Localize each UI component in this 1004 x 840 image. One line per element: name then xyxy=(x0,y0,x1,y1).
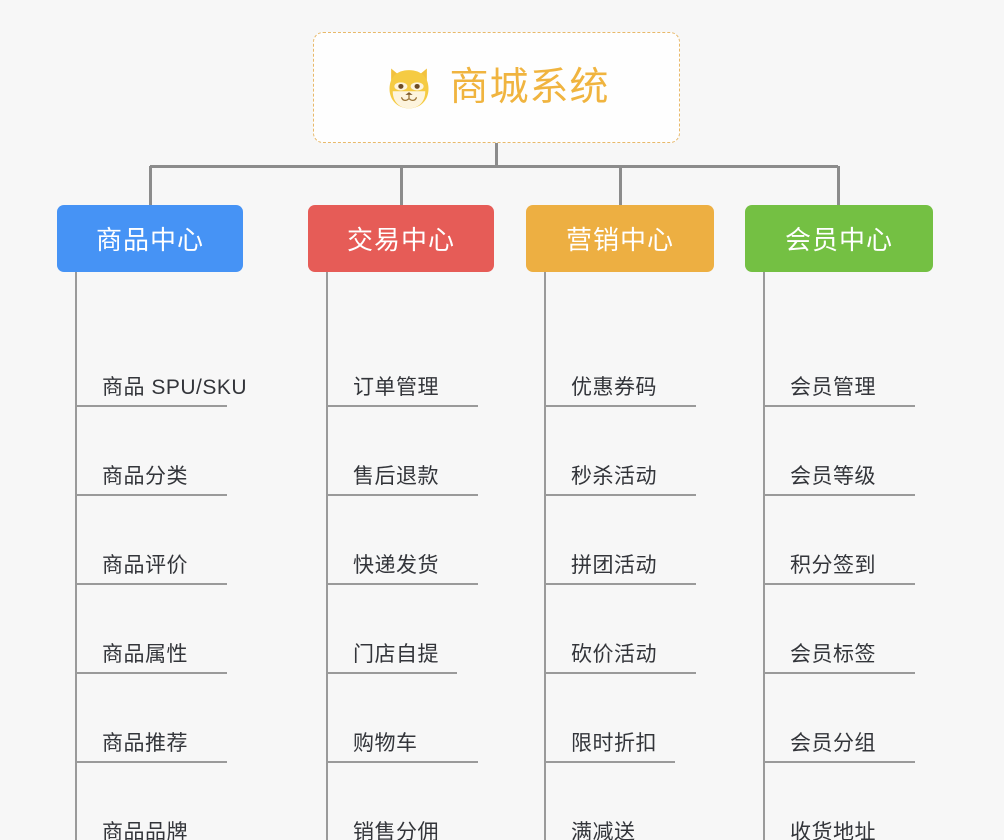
leaf-item[interactable]: 订单管理 xyxy=(308,318,508,407)
leaf-label: 优惠券码 xyxy=(571,375,657,399)
leaf-underline xyxy=(763,672,915,674)
category-column-2: 交易中心 订单管理 售后退款 快递发货 门店自提 购物车 xyxy=(308,205,508,840)
leaf-item[interactable]: 商品评价 xyxy=(57,496,257,585)
leaf-label: 商品 SPU/SKU xyxy=(102,375,248,399)
column-trunk-line xyxy=(326,272,328,840)
leaf-underline xyxy=(75,583,227,585)
root-title: 商城系统 xyxy=(449,66,610,109)
leaf-label: 限时折扣 xyxy=(571,731,657,755)
leaf-label: 会员分组 xyxy=(790,731,876,755)
leaf-item[interactable]: 快递发货 xyxy=(308,496,508,585)
leaf-label: 销售分佣 xyxy=(353,820,439,840)
leaf-item[interactable]: 会员分组 xyxy=(745,674,945,763)
leaf-label: 收货地址 xyxy=(790,820,876,840)
leaf-item[interactable]: 商品属性 xyxy=(57,585,257,674)
leaf-label: 商品分类 xyxy=(102,464,188,488)
leaf-label: 商品品牌 xyxy=(102,820,188,840)
leaf-label: 商品评价 xyxy=(102,553,188,577)
leaf-item[interactable]: 优惠券码 xyxy=(526,318,726,407)
leaf-label: 售后退款 xyxy=(353,464,439,488)
leaf-item[interactable]: 会员标签 xyxy=(745,585,945,674)
leaf-item[interactable]: 商品分类 xyxy=(57,407,257,496)
leaf-item[interactable]: 门店自提 xyxy=(308,585,508,674)
leaf-label: 积分签到 xyxy=(790,553,876,577)
leaf-underline xyxy=(763,405,915,407)
leaf-label: 购物车 xyxy=(353,731,418,755)
leaf-underline xyxy=(544,583,696,585)
leaf-underline xyxy=(763,761,915,763)
leaf-label: 会员等级 xyxy=(790,464,876,488)
leaf-item[interactable]: 砍价活动 xyxy=(526,585,726,674)
leaf-item[interactable]: 商品 SPU/SKU xyxy=(57,318,257,407)
column-trunk-line xyxy=(544,272,546,840)
category-column-4: 会员中心 会员管理 会员等级 积分签到 会员标签 会员分组 xyxy=(745,205,945,840)
leaf-item[interactable]: 商品推荐 xyxy=(57,674,257,763)
leaf-item[interactable]: 限时折扣 xyxy=(526,674,726,763)
category-header-1[interactable]: 商品中心 xyxy=(57,205,243,272)
category-column-1: 商品中心 商品 SPU/SKU 商品分类 商品评价 商品属性 商品推荐 xyxy=(57,205,257,840)
leaf-underline xyxy=(326,672,457,674)
category-header-4[interactable]: 会员中心 xyxy=(745,205,933,272)
leaf-label: 砍价活动 xyxy=(571,642,657,666)
leaf-label: 拼团活动 xyxy=(571,553,657,577)
column-trunk-line xyxy=(763,272,765,840)
leaf-list-1: 商品 SPU/SKU 商品分类 商品评价 商品属性 商品推荐 商品品牌 xyxy=(57,272,257,840)
column-trunk-line xyxy=(75,272,77,840)
leaf-item[interactable]: 积分签到 xyxy=(745,496,945,585)
leaf-underline xyxy=(75,761,227,763)
leaf-underline xyxy=(75,672,227,674)
leaf-label: 商品属性 xyxy=(102,642,188,666)
leaf-underline xyxy=(326,494,478,496)
category-header-label: 会员中心 xyxy=(784,225,893,255)
leaf-underline xyxy=(544,494,696,496)
leaf-item[interactable]: 秒杀活动 xyxy=(526,407,726,496)
leaf-label: 满减送 xyxy=(571,820,636,840)
leaf-label: 订单管理 xyxy=(353,375,439,399)
leaf-label: 秒杀活动 xyxy=(571,464,657,488)
leaf-underline xyxy=(763,583,915,585)
leaf-item[interactable]: 购物车 xyxy=(308,674,508,763)
leaf-label: 会员管理 xyxy=(790,375,876,399)
category-header-3[interactable]: 营销中心 xyxy=(526,205,714,272)
leaf-label: 商品推荐 xyxy=(102,731,188,755)
leaf-item[interactable]: 满减送 xyxy=(526,763,726,840)
leaf-label: 快递发货 xyxy=(353,553,439,577)
category-header-label: 交易中心 xyxy=(346,225,455,255)
leaf-underline xyxy=(326,405,478,407)
category-column-3: 营销中心 优惠券码 秒杀活动 拼团活动 砍价活动 限时折扣 xyxy=(526,205,726,840)
leaf-item[interactable]: 会员等级 xyxy=(745,407,945,496)
leaf-underline xyxy=(763,494,915,496)
category-header-2[interactable]: 交易中心 xyxy=(308,205,494,272)
category-header-label: 营销中心 xyxy=(565,225,674,255)
leaf-list-4: 会员管理 会员等级 积分签到 会员标签 会员分组 收货地址 xyxy=(745,272,945,840)
leaf-item[interactable]: 销售分佣 xyxy=(308,763,508,840)
leaf-label: 会员标签 xyxy=(790,642,876,666)
leaf-item[interactable]: 会员管理 xyxy=(745,318,945,407)
leaf-underline xyxy=(326,583,478,585)
leaf-label: 门店自提 xyxy=(353,642,439,666)
root-node[interactable]: 商城系统 xyxy=(313,32,680,143)
leaf-underline xyxy=(75,405,227,407)
leaf-underline xyxy=(75,494,227,496)
leaf-item[interactable]: 收货地址 xyxy=(745,763,945,840)
category-header-label: 商品中心 xyxy=(95,225,204,255)
leaf-list-2: 订单管理 售后退款 快递发货 门店自提 购物车 销售分佣 xyxy=(308,272,508,840)
shiba-dog-face-icon xyxy=(383,62,435,114)
leaf-item[interactable]: 售后退款 xyxy=(308,407,508,496)
leaf-underline xyxy=(326,761,478,763)
leaf-list-3: 优惠券码 秒杀活动 拼团活动 砍价活动 限时折扣 满减送 xyxy=(526,272,726,840)
leaf-item[interactable]: 商品品牌 xyxy=(57,763,257,840)
leaf-underline xyxy=(544,672,696,674)
leaf-underline xyxy=(544,761,675,763)
leaf-item[interactable]: 拼团活动 xyxy=(526,496,726,585)
leaf-underline xyxy=(544,405,696,407)
